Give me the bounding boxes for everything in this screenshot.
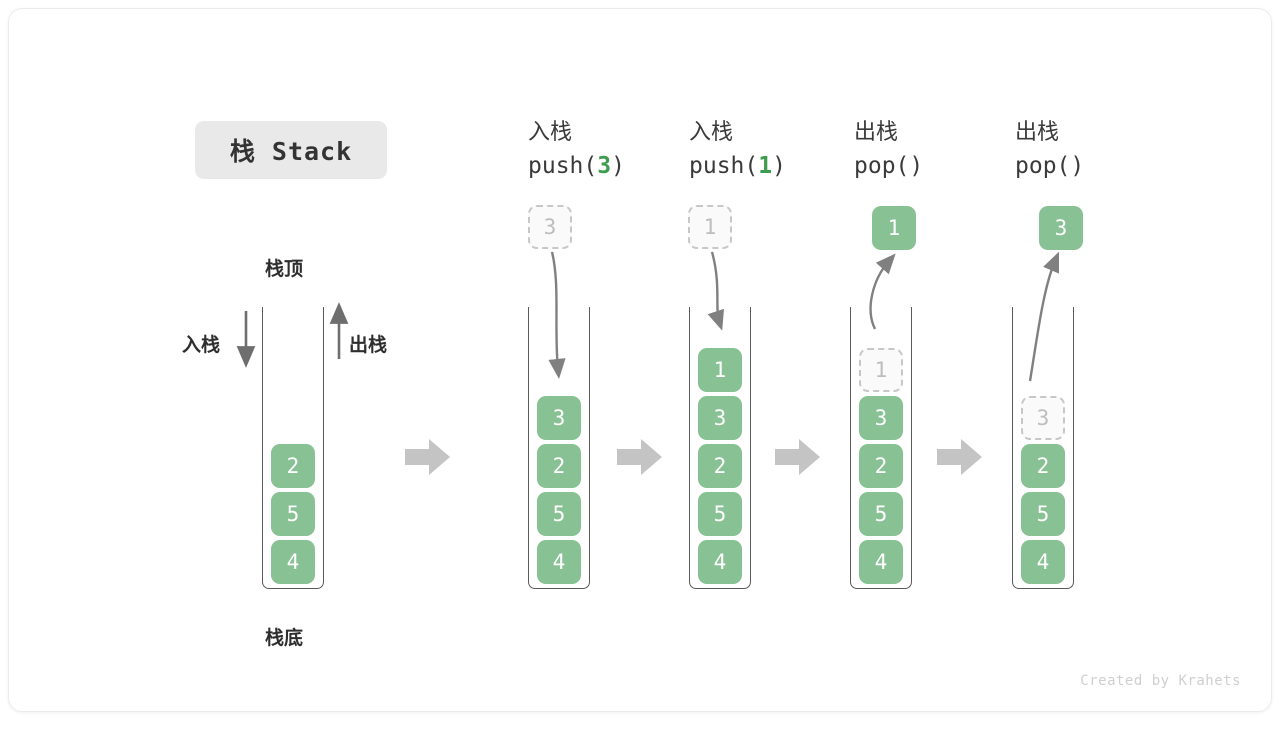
pop-prefix: pop( xyxy=(1015,153,1071,179)
stack-cell: 1 xyxy=(698,348,742,392)
floating-cell-push-3: 3 xyxy=(528,205,572,249)
stack-cell: 4 xyxy=(537,540,581,584)
stack-cell: 5 xyxy=(271,492,315,536)
pop-suffix: ) xyxy=(909,153,924,179)
push-argument: 1 xyxy=(758,153,773,179)
stack-cell: 2 xyxy=(271,444,315,488)
stack-walls xyxy=(528,307,590,589)
separator-arrow-2 xyxy=(617,437,663,477)
column-header-line1: 入栈 xyxy=(689,119,734,144)
column-header-line2: pop() xyxy=(1015,149,1205,183)
push-prefix: push( xyxy=(528,153,598,179)
stack-cell: 3 xyxy=(698,396,742,440)
stack-bottom-label: 栈底 xyxy=(265,628,304,649)
ghost-cell: 1 xyxy=(688,205,732,249)
stack-cell: 2 xyxy=(859,444,903,488)
title-badge: 栈 Stack xyxy=(195,121,387,179)
stack-top-label: 栈顶 xyxy=(265,259,304,280)
push-argument: 3 xyxy=(597,153,612,179)
pop-direction-label: 出栈 xyxy=(349,335,388,356)
floating-cell-pop-2: 3 xyxy=(1039,206,1083,250)
column-header-push-3: 入栈 push(3) xyxy=(528,115,718,183)
stack-cell: 4 xyxy=(271,540,315,584)
push-suffix: ) xyxy=(611,153,625,179)
column-header-line2: push(3) xyxy=(528,149,718,183)
column-header-pop-2: 出栈 pop() xyxy=(1015,115,1205,183)
stack-cell: 5 xyxy=(1021,492,1065,536)
column-header-line2: push(1) xyxy=(689,149,879,183)
separator-arrow-3 xyxy=(775,437,821,477)
column-header-line1: 出栈 xyxy=(854,119,899,144)
popped-cell: 3 xyxy=(1039,206,1083,250)
stack-cell: 5 xyxy=(859,492,903,536)
stack-walls xyxy=(1012,307,1074,589)
column-header-line2: pop() xyxy=(854,149,1044,183)
column-header-push-1: 入栈 push(1) xyxy=(689,115,879,183)
credit-text: Created by Krahets xyxy=(1080,673,1241,689)
stack-cell: 3 xyxy=(859,396,903,440)
popped-cell: 1 xyxy=(872,206,916,250)
push-suffix: ) xyxy=(772,153,786,179)
separator-arrow-1 xyxy=(405,437,451,477)
stack-cell: 4 xyxy=(698,540,742,584)
column-header-line1: 入栈 xyxy=(528,119,573,144)
stack-walls xyxy=(689,307,751,589)
page-title: 栈 Stack xyxy=(229,137,353,166)
stack-cell: 2 xyxy=(698,444,742,488)
pop-prefix: pop( xyxy=(854,153,910,179)
floating-cell-push-1: 1 xyxy=(688,205,732,249)
push-direction-label: 入栈 xyxy=(182,335,221,356)
ghost-cell: 3 xyxy=(528,205,572,249)
stack-cell: 5 xyxy=(537,492,581,536)
stack-cell: 4 xyxy=(859,540,903,584)
stack-cell: 4 xyxy=(1021,540,1065,584)
separator-arrow-4 xyxy=(937,437,983,477)
ghost-cell: 3 xyxy=(1021,396,1065,440)
stack-walls xyxy=(262,307,324,589)
stack-cell: 2 xyxy=(537,444,581,488)
stack-cell: 5 xyxy=(698,492,742,536)
ghost-cell: 1 xyxy=(859,348,903,392)
pop-suffix: ) xyxy=(1070,153,1085,179)
floating-cell-pop-1: 1 xyxy=(872,206,916,250)
stack-cell: 3 xyxy=(537,396,581,440)
stack-cell: 2 xyxy=(1021,444,1065,488)
push-prefix: push( xyxy=(689,153,759,179)
stack-walls xyxy=(850,307,912,589)
column-header-pop-1: 出栈 pop() xyxy=(854,115,1044,183)
column-header-line1: 出栈 xyxy=(1015,119,1060,144)
